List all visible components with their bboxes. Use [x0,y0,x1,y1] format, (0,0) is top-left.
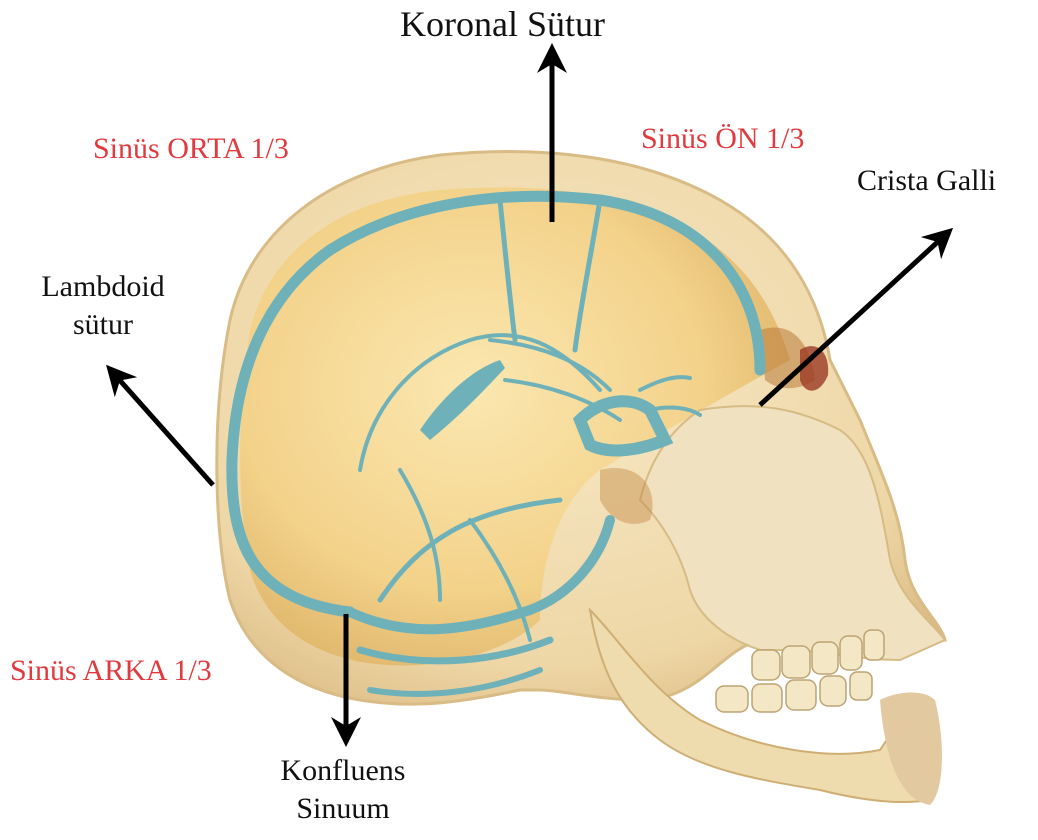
label-lambdoid-line2: sütur [14,306,192,344]
label-lambdoid-sutur: Lambdoid sütur [14,268,192,343]
arrow-up-left-icon [116,376,213,485]
label-sinus-arka: Sinüs ARKA 1/3 [10,652,212,690]
label-konfluens-sinuum: Konfluens Sinuum [236,752,450,827]
label-sinus-on: Sinüs ÖN 1/3 [641,120,804,158]
label-konfluens-line2: Sinuum [236,790,450,828]
label-koronal-sutur: Koronal Sütur [400,2,605,47]
label-konfluens-line1: Konfluens [236,752,450,790]
label-sinus-orta: Sinüs ORTA 1/3 [93,130,289,168]
label-crista-galli: Crista Galli [857,162,996,200]
label-lambdoid-line1: Lambdoid [14,268,192,306]
